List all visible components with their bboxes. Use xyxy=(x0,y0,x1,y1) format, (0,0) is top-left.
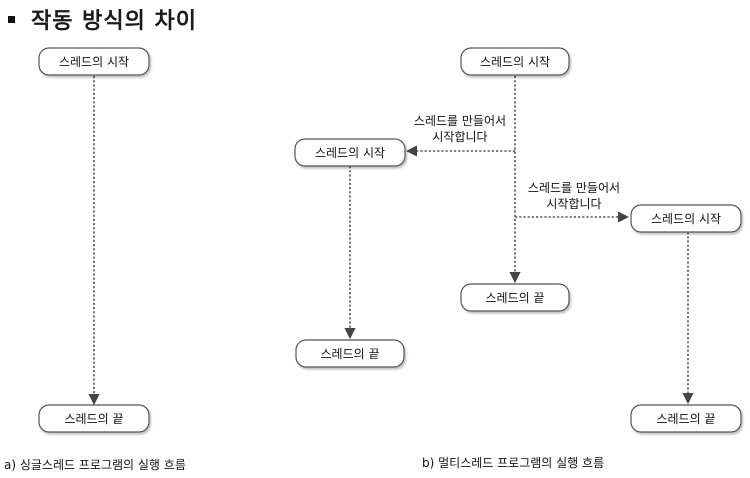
edge-label-right-line2: 시작합니다 xyxy=(546,197,601,211)
caption-single-thread: a) 싱글스레드 프로그램의 실행 흐름 xyxy=(4,458,186,472)
edge-label-left-line2: 시작합니다 xyxy=(432,130,487,144)
node-b-right-end: 스레드의 끝 xyxy=(630,404,742,433)
edge-label-left-line1: 스레드를 만들어서 xyxy=(414,114,506,128)
node-label: 스레드의 시작 xyxy=(59,55,129,69)
node-label: 스레드의 끝 xyxy=(320,347,379,361)
node-a-end: 스레드의 끝 xyxy=(38,404,150,433)
edges xyxy=(88,76,694,406)
page-title: 작동 방식의 차이 xyxy=(31,9,197,34)
caption-multi-thread: b) 멀티스레드 프로그램의 실행 흐름 xyxy=(422,456,605,470)
node-b-main-start: 스레드의 시작 xyxy=(460,47,570,76)
node-label: 스레드의 끝 xyxy=(656,412,715,426)
node-label: 스레드의 시작 xyxy=(315,146,385,160)
node-label: 스레드의 끝 xyxy=(64,412,123,426)
node-a-start: 스레드의 시작 xyxy=(38,47,150,76)
node-b-left-end: 스레드의 끝 xyxy=(295,339,405,368)
nodes: 스레드의 시작 스레드의 끝 스레드의 시작 스레드의 시작 스레드의 시작 스… xyxy=(38,47,742,433)
node-b-main-end: 스레드의 끝 xyxy=(460,283,570,312)
node-b-left-start: 스레드의 시작 xyxy=(294,138,406,167)
section-title: 작동 방식의 차이 xyxy=(8,4,197,34)
node-label: 스레드의 시작 xyxy=(651,212,721,226)
node-b-right-start: 스레드의 시작 xyxy=(630,204,742,233)
node-label: 스레드의 끝 xyxy=(485,291,544,305)
edge-label-right-line1: 스레드를 만들어서 xyxy=(528,181,620,195)
edge-labels: 스레드를 만들어서 시작합니다 스레드를 만들어서 시작합니다 xyxy=(414,114,620,211)
node-label: 스레드의 시작 xyxy=(480,55,550,69)
square-bullet-icon xyxy=(8,15,15,23)
